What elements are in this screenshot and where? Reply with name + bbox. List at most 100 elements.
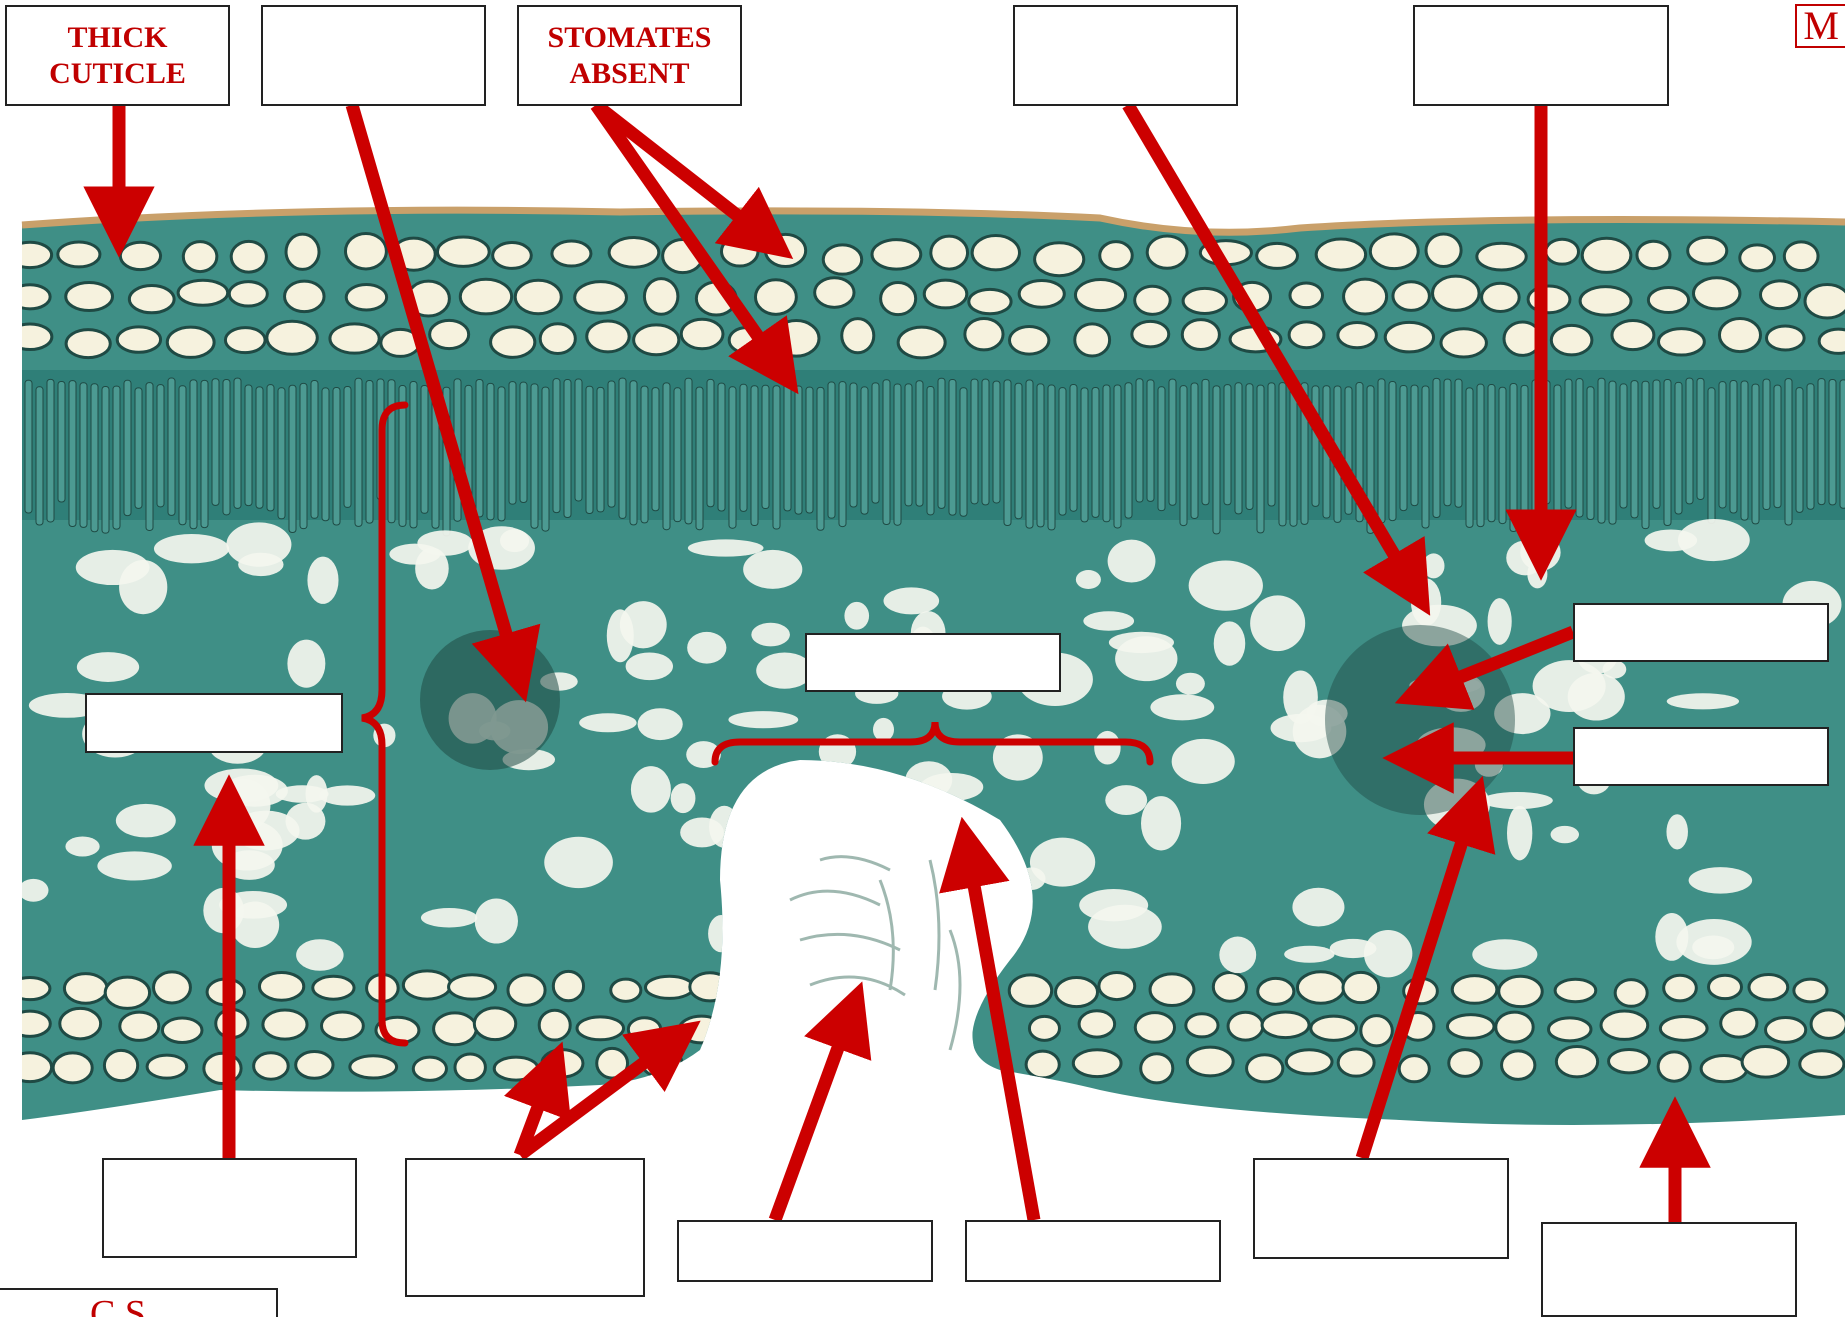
- cell: [1648, 288, 1688, 313]
- cell: [1805, 284, 1845, 317]
- air-space: [1094, 731, 1120, 765]
- label-blank-8[interactable]: [102, 1158, 357, 1258]
- air-space: [1214, 621, 1246, 665]
- cell: [1187, 1047, 1233, 1076]
- cell: [515, 280, 561, 313]
- cell: [53, 1053, 92, 1083]
- cell: [542, 1050, 583, 1077]
- cell: [611, 979, 641, 1001]
- palisade-cell: [1268, 383, 1275, 506]
- cell: [413, 1057, 446, 1080]
- air-space: [1507, 806, 1532, 860]
- cell: [1019, 280, 1064, 307]
- palisade-cell: [300, 383, 307, 528]
- cell: [965, 318, 1003, 349]
- palisade-cell: [1785, 379, 1792, 525]
- label-blank-2[interactable]: [1013, 5, 1238, 106]
- cell: [1637, 241, 1670, 268]
- cell: [1582, 238, 1631, 272]
- air-space: [1030, 838, 1095, 887]
- label-blank-1[interactable]: [261, 5, 486, 106]
- palisade-cell: [828, 382, 835, 518]
- cell: [1528, 286, 1570, 313]
- label-blank-10[interactable]: [677, 1220, 933, 1282]
- air-space: [671, 783, 696, 813]
- cell: [628, 1018, 660, 1041]
- cell: [1258, 978, 1294, 1004]
- cell: [162, 1018, 202, 1042]
- palisade-cell: [311, 381, 318, 519]
- palisade-cell: [1752, 384, 1759, 524]
- palisade-cell: [124, 380, 131, 515]
- air-space: [544, 837, 613, 888]
- palisade-cell: [388, 380, 395, 523]
- cell: [1719, 318, 1760, 351]
- palisade-cell: [1576, 379, 1583, 517]
- palisade-cell: [1763, 379, 1770, 509]
- cell: [10, 1011, 51, 1036]
- cell: [644, 279, 678, 315]
- label-blank-7[interactable]: [1573, 727, 1829, 786]
- stomatal-crypt: [720, 785, 1000, 1095]
- palisade-cell: [80, 383, 87, 528]
- cell: [1766, 326, 1804, 350]
- cell: [1433, 276, 1480, 310]
- cell: [437, 237, 489, 266]
- cell: [1135, 1013, 1174, 1043]
- cell: [263, 1010, 307, 1039]
- air-space: [728, 711, 798, 728]
- label-blank-3[interactable]: [1413, 5, 1669, 106]
- label-blank-6[interactable]: [1573, 603, 1829, 662]
- palisade-cell: [1125, 383, 1132, 518]
- palisade-cell: [575, 379, 582, 501]
- cell: [1447, 1015, 1494, 1039]
- air-space: [620, 601, 667, 648]
- palisade-cell: [1169, 379, 1176, 505]
- label-blank-9[interactable]: [405, 1158, 645, 1297]
- palisade-cell: [69, 381, 76, 527]
- palisade-cell: [597, 387, 604, 512]
- cell: [1794, 979, 1827, 1002]
- label-blank-11[interactable]: [965, 1220, 1221, 1282]
- palisade-cell: [1488, 385, 1495, 522]
- cell: [1009, 975, 1051, 1006]
- palisade-cell: [1103, 385, 1110, 522]
- label-blank-5[interactable]: [85, 693, 343, 753]
- label-blank-13[interactable]: [1541, 1222, 1797, 1317]
- cell: [690, 973, 730, 1001]
- palisade-cell: [938, 378, 945, 508]
- air-space: [1250, 595, 1305, 651]
- label-blank-12[interactable]: [1253, 1158, 1509, 1259]
- air-space: [751, 623, 790, 647]
- palisade-cell: [663, 383, 670, 530]
- air-space: [1551, 826, 1579, 843]
- air-space: [319, 785, 375, 805]
- cell: [1765, 1017, 1805, 1042]
- cell: [129, 286, 174, 313]
- palisade-cell: [1719, 382, 1726, 508]
- cell: [1026, 1051, 1059, 1078]
- label-blank-4[interactable]: [805, 633, 1061, 692]
- cell: [1742, 1046, 1789, 1077]
- cell: [1784, 242, 1818, 271]
- palisade-cell: [1279, 383, 1286, 526]
- palisade-cell: [278, 388, 285, 519]
- cell: [1182, 320, 1219, 350]
- cell: [1658, 1052, 1690, 1081]
- cell: [117, 327, 160, 352]
- cell: [1075, 324, 1110, 356]
- palisade-cell: [586, 386, 593, 513]
- cell: [474, 1008, 515, 1040]
- palisade-cell: [366, 380, 373, 523]
- air-space: [1219, 937, 1256, 974]
- palisade-cell: [971, 379, 978, 504]
- cell: [1452, 976, 1497, 1004]
- cell: [1147, 236, 1187, 268]
- cell: [587, 321, 629, 352]
- palisade-cell: [91, 384, 98, 532]
- cell: [1297, 972, 1344, 1003]
- palisade-cell: [630, 381, 637, 525]
- air-space: [1364, 930, 1412, 977]
- palisade-cell: [784, 379, 791, 511]
- air-space: [1088, 905, 1162, 949]
